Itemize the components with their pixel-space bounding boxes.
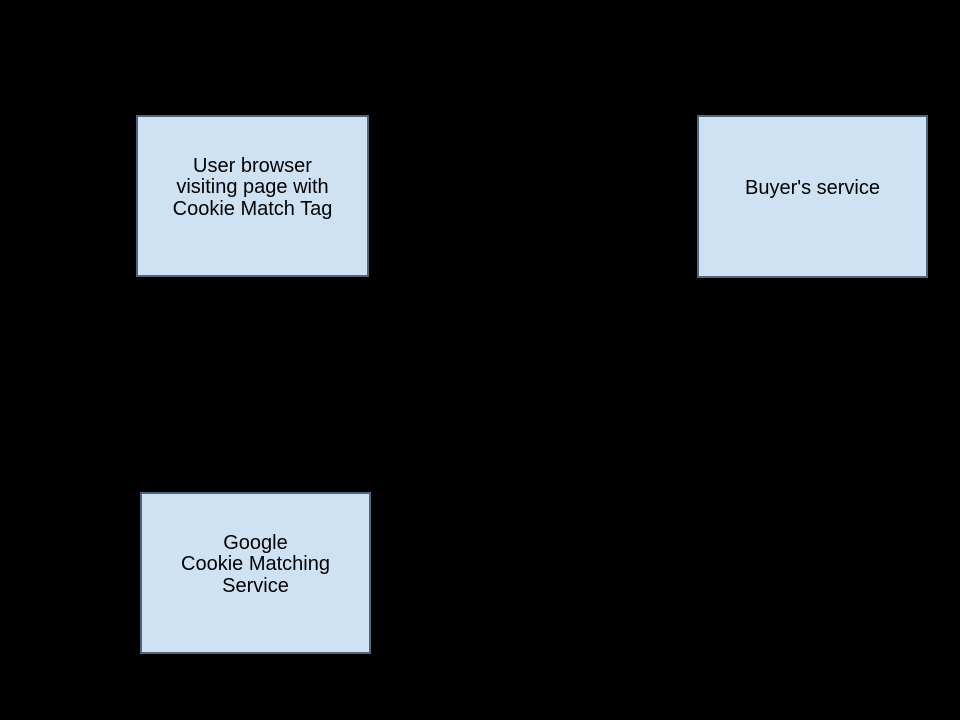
- node-label-line: Service: [222, 574, 289, 597]
- node-label-line: User browser: [193, 154, 312, 177]
- node-label-line: Cookie Match Tag: [172, 197, 333, 220]
- node-google-cookie-matching-service: Google Cookie Matching Service: [140, 492, 371, 654]
- node-user-browser: User browser visiting page with Cookie M…: [136, 115, 369, 277]
- node-label-line: Google: [223, 531, 288, 554]
- node-label-line: Buyer's service: [745, 176, 880, 199]
- node-label-line: visiting page with: [176, 176, 329, 199]
- node-buyers-service: Buyer's service: [697, 115, 928, 278]
- node-label-line: Cookie Matching: [181, 553, 330, 576]
